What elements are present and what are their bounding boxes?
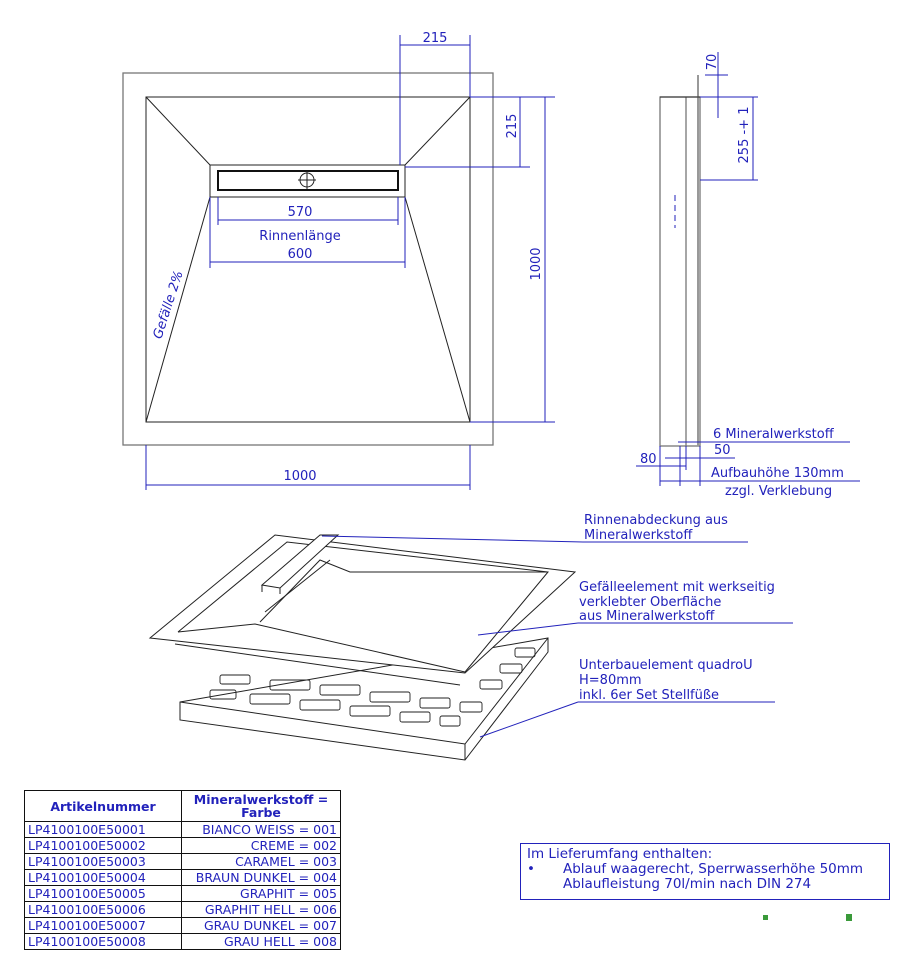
slope-label: Gefälle 2%: [151, 269, 187, 341]
dim-top-215: 215: [423, 31, 448, 46]
column-header-article: Artikelnummer: [24, 790, 182, 822]
dim-height-1000: 1000: [529, 247, 544, 280]
bullet: •: [527, 861, 535, 877]
dimension-lines-top-view: [145, 35, 555, 490]
dim-600: 600: [288, 247, 313, 262]
side-profile: [659, 96, 701, 447]
article-table: Artikelnummer Mineralwerkstoff = Farbe L…: [24, 790, 341, 950]
callout-slope-line1: Gefälleelement mit werkseitig: [579, 580, 775, 595]
dim-width-1000: 1000: [283, 469, 316, 484]
drain-channel-frame: [209, 164, 406, 198]
callout-base-line1: Unterbauelement quadroU: [579, 658, 753, 673]
article-number: LP4100100E50001: [24, 821, 182, 838]
callout-base-line2: H=80mm: [579, 673, 642, 688]
article-number: LP4100100E50002: [24, 837, 182, 854]
channel-cover: [260, 534, 340, 594]
callout-base-line3: inkl. 6er Set Stellfüße: [579, 688, 719, 703]
callout-slope-line3: aus Mineralwerkstoff: [579, 609, 715, 624]
color-code: CREME = 002: [181, 837, 341, 854]
marker: [846, 914, 852, 921]
dim-80: 80: [640, 452, 657, 467]
dimension-lines-side-view: [636, 52, 860, 486]
mineral-thickness-label: 6 Mineralwerkstoff: [713, 427, 835, 442]
callout-slope-line2: verklebter Oberfläche: [579, 595, 721, 610]
callout-leaders: [321, 535, 793, 738]
dim-right-215: 215: [505, 114, 520, 139]
article-number: LP4100100E50008: [24, 933, 182, 950]
callout-cover-line1: Rinnenabdeckung aus: [584, 513, 728, 528]
channel-length-label: Rinnenlänge: [259, 229, 340, 244]
slope-lines-top: [145, 96, 471, 166]
dim-255: 255 -+ 1: [737, 107, 752, 164]
article-number: LP4100100E50005: [24, 885, 182, 902]
callout-cover-line2: Mineralwerkstoff: [584, 528, 693, 543]
tray-inner-outline: [145, 96, 471, 423]
scope-title: Im Lieferumfang enthalten:: [527, 846, 713, 862]
color-code: BIANCO WEISS = 001: [181, 821, 341, 838]
color-code: GRAPHIT = 005: [181, 885, 341, 902]
dim-70: 70: [705, 54, 720, 71]
build-height-label: Aufbauhöhe 130mm: [711, 466, 844, 481]
color-code: CARAMEL = 003: [181, 853, 341, 870]
dim-570: 570: [288, 205, 313, 220]
adhesive-note: zzgl. Verklebung: [725, 484, 832, 499]
scope-line: Ablaufleistung 70l/min nach DIN 274: [563, 876, 812, 892]
table-header-row: Artikelnummer Mineralwerkstoff = Farbe: [24, 790, 341, 822]
slope-element: [148, 534, 577, 686]
top-view: 215 215 1000 570 Rinnenlänge 600 1000 Ge…: [122, 31, 555, 490]
drain-outlet-icon: [298, 171, 316, 189]
side-view: 70 255 -+ 1 6 Mineralwerkstoff 50 80 Auf…: [636, 52, 860, 499]
scope-of-delivery-box: Im Lieferumfang enthalten: • Ablauf waage…: [520, 843, 890, 900]
scope-line: Ablauf waagerecht, Sperrwasserhöhe 50mm: [563, 861, 864, 877]
color-code: GRAU HELL = 008: [181, 933, 341, 950]
article-number: LP4100100E50004: [24, 869, 182, 886]
color-code: BRAUN DUNKEL = 004: [181, 869, 341, 886]
article-number: LP4100100E50006: [24, 901, 182, 918]
exploded-view: Rinnenabdeckung aus Mineralwerkstoff Gef…: [148, 513, 793, 761]
article-number: LP4100100E50003: [24, 853, 182, 870]
color-code: GRAPHIT HELL = 006: [181, 901, 341, 918]
article-number: LP4100100E50007: [24, 917, 182, 934]
column-header-color: Mineralwerkstoff = Farbe: [181, 790, 341, 822]
dim-50: 50: [714, 443, 731, 458]
color-code: GRAU DUNKEL = 007: [181, 917, 341, 934]
marker: [763, 915, 768, 920]
tray-outer-outline: [122, 72, 494, 446]
